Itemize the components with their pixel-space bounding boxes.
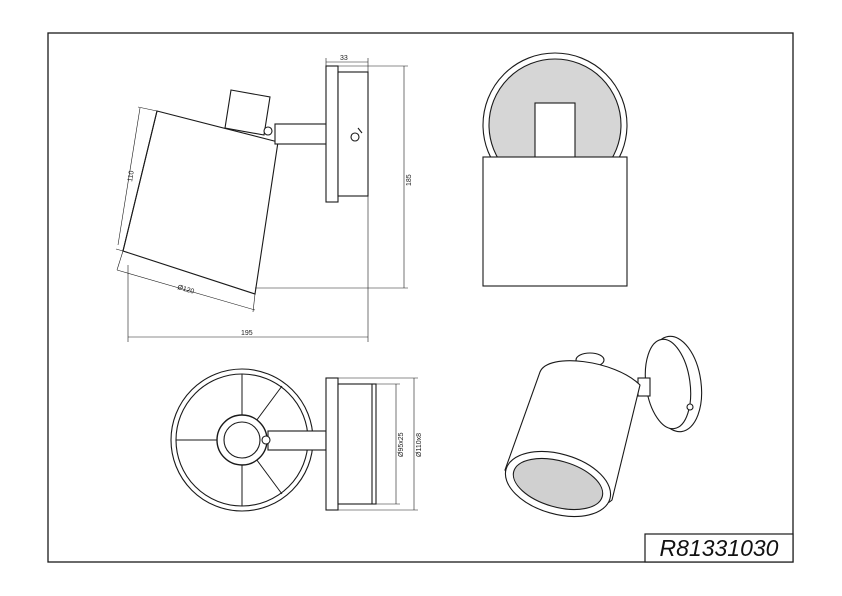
side-view-knuckle bbox=[224, 89, 271, 136]
dim-shade-diameter: Ø120 bbox=[176, 284, 194, 295]
dim-depth-plate: 33 bbox=[340, 55, 348, 62]
side-view-wall-plate bbox=[325, 65, 339, 203]
bottom-view-canopy bbox=[337, 383, 377, 505]
dim-plate-diameter: Ø95x25 bbox=[398, 432, 405, 457]
side-view-arm bbox=[274, 123, 328, 145]
dim-canopy-diameter: Ø110x8 bbox=[416, 433, 423, 457]
side-view-canopy bbox=[337, 71, 369, 197]
side-view-screw bbox=[350, 132, 360, 142]
bottom-view-wall-plate bbox=[325, 377, 339, 511]
bottom-view bbox=[170, 368, 377, 512]
front-view-knuckle bbox=[534, 102, 576, 164]
dim-height-total: 185 bbox=[406, 174, 413, 186]
side-view-shade bbox=[122, 110, 279, 295]
drawing-frame bbox=[47, 32, 794, 563]
dim-shade-height: 110 bbox=[127, 170, 136, 182]
side-view bbox=[122, 65, 369, 295]
side-view-dimensions bbox=[115, 58, 408, 342]
front-view-shade bbox=[482, 156, 628, 287]
product-code: R81331030 bbox=[660, 535, 779, 561]
front-view bbox=[482, 52, 628, 287]
bottom-view-dimensions bbox=[338, 377, 418, 511]
bottom-view-arm bbox=[267, 430, 327, 451]
product-code-box: R81331030 bbox=[644, 533, 794, 563]
perspective-view bbox=[504, 335, 703, 518]
dim-projection: 195 bbox=[241, 330, 253, 337]
